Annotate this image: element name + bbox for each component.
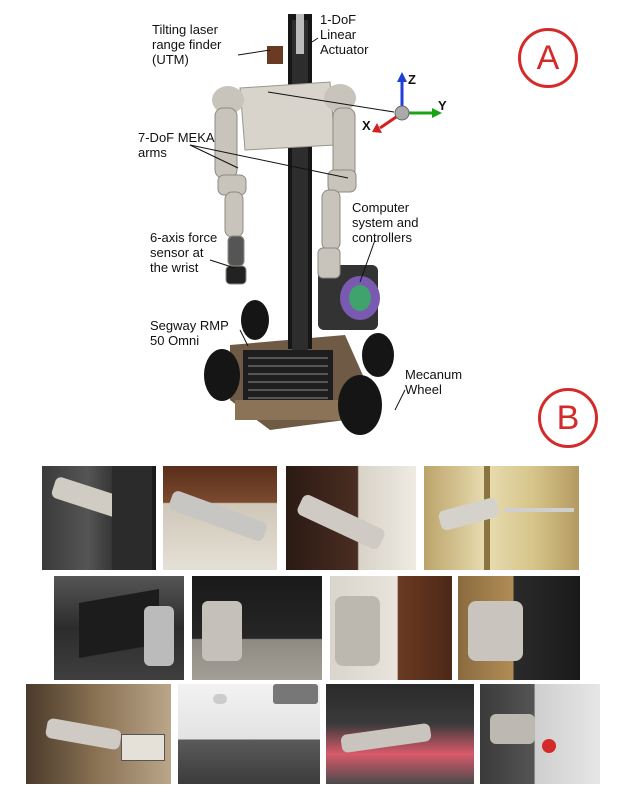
robot-base [230,335,365,430]
photo-open-drawer [26,684,171,784]
panel-label-b: B [538,388,598,448]
photo-metal-drawer [480,684,600,784]
label-segway: Segway RMP 50 Omni [150,318,229,348]
label-computer-system: Computer system and controllers [352,200,419,245]
left-arm [214,107,247,285]
axis-label-z: Z [408,72,416,87]
axis-label-x: X [362,118,371,133]
axis-label-y: Y [438,98,447,113]
photo-kitchen-drawer [163,466,277,570]
photo-bathroom-cabinet [286,466,416,570]
photo-cupboard [458,576,580,680]
label-mecanum-wheel: Mecanum Wheel [405,367,463,397]
label-laser-range-finder: Tilting laser range finder (UTM) [152,22,222,67]
photo-wood-door [330,576,452,680]
label-meka-arms: 7-DoF MEKA arms [138,130,215,160]
callout-lines [189,37,406,411]
linear-actuator [288,14,312,350]
photo-toolbox-drawer [326,684,474,784]
photo-desk-drawer [192,576,322,680]
photo-keyboard-tray [178,684,320,784]
laser-range-finder [267,46,283,64]
panel-label-a: A [518,28,578,88]
mecanum-wheels [204,300,394,435]
photo-cabinet-door [42,466,156,570]
label-linear-actuator: 1-DoF Linear Actuator [320,12,369,57]
robot-illustration [189,14,442,435]
photo-filing-cabinet [54,576,184,680]
right-arm [317,107,357,279]
coordinate-axes [372,72,442,133]
photo-glass-door [424,466,579,570]
computer-system [318,265,380,330]
label-force-sensor: 6-axis force sensor at the wrist [150,230,218,275]
